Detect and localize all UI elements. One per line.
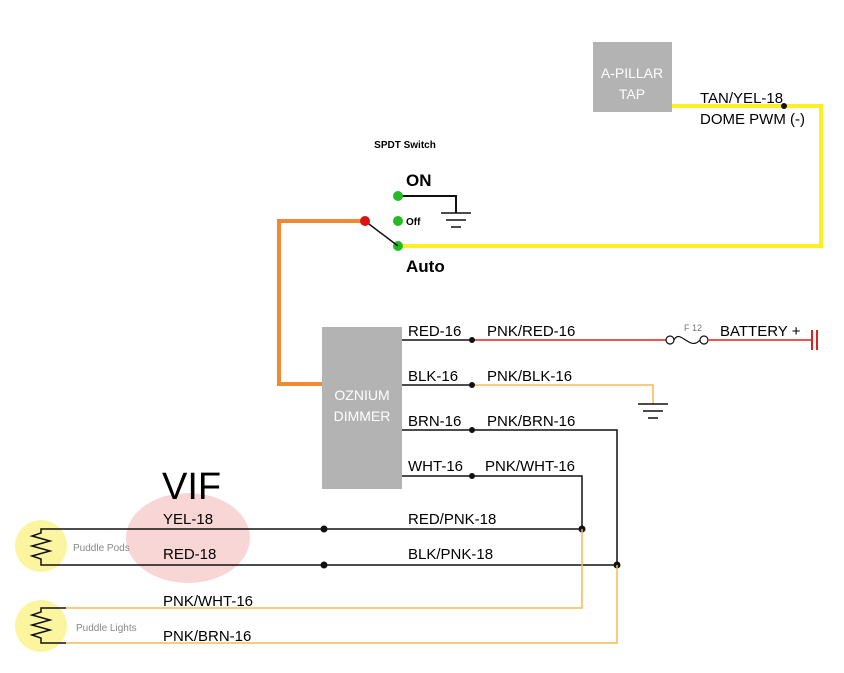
- puddle-pods-wire2-label: BLK/PNK-18: [408, 546, 493, 563]
- puddle-lights-bulb: [15, 600, 67, 652]
- oznium-dimmer-box: [322, 327, 402, 489]
- dome-pwm-wire-label: DOME PWM (-): [700, 111, 805, 128]
- junction-dot: [469, 337, 475, 343]
- ground-symbol-dimmer: [638, 403, 668, 419]
- dimmer-brn-left-label: BRN-16: [408, 413, 461, 430]
- vif-title: VIF: [162, 466, 221, 508]
- junction-dot: [469, 473, 475, 479]
- junction-dot: [469, 427, 475, 433]
- battery-label: BATTERY +: [720, 323, 801, 340]
- puddle-lights-label: Puddle Lights: [76, 623, 137, 634]
- a-pillar-label-line1: A-PILLAR: [601, 65, 663, 81]
- puddle-lights-wire1-label: PNK/WHT-16: [163, 593, 253, 610]
- a-pillar-tap-box: [593, 42, 672, 112]
- puddle-pods-wire1-label: RED/PNK-18: [408, 511, 496, 528]
- switch-on-label: ON: [406, 171, 432, 190]
- switch-lever: [364, 220, 399, 247]
- orange-control-wire: [277, 219, 365, 386]
- dimmer-label-line2: DIMMER: [334, 408, 391, 424]
- switch-title: SPDT Switch: [374, 140, 436, 151]
- dimmer-red-right-label: PNK/RED-16: [487, 323, 575, 340]
- switch-terminal-on: [393, 191, 403, 201]
- switch-terminal-off: [393, 216, 403, 226]
- junction-dot: [781, 103, 787, 109]
- puddle-lights-wire-top: [66, 529, 583, 609]
- dimmer-wht-left-label: WHT-16: [408, 458, 463, 475]
- dimmer-blk-left-label: BLK-16: [408, 368, 458, 385]
- junction-dot: [320, 561, 328, 569]
- puddle-pods-bulb: [15, 520, 67, 572]
- puddle-lights-resistor-icon: [29, 607, 66, 644]
- dimmer-wht-wire: [402, 475, 583, 529]
- dimmer-brn-wire: [402, 429, 618, 565]
- dimmer-label-line1: OZNIUM: [334, 387, 389, 403]
- vif-highlight: [126, 493, 250, 583]
- vif-wire1-label: YEL-18: [163, 511, 213, 528]
- yellow-dome-wire: [398, 104, 823, 248]
- switch-on-ground-wire: [398, 195, 457, 213]
- fuse-label: F 12: [684, 323, 702, 333]
- dimmer-brn-right-label: PNK/BRN-16: [487, 413, 575, 430]
- junction-dot: [469, 382, 475, 388]
- ground-symbol-switch: [441, 212, 471, 228]
- tan-yel-wire-label: TAN/YEL-18: [700, 90, 783, 107]
- puddle-lights-wire-bottom: [66, 565, 618, 644]
- puddle-lights-wire2-label: PNK/BRN-16: [163, 628, 251, 645]
- puddle-pods-label: Puddle Pods: [73, 543, 130, 554]
- switch-off-label: Off: [406, 217, 421, 228]
- dimmer-blk-right-label: PNK/BLK-16: [487, 368, 572, 385]
- a-pillar-label-line2: TAP: [619, 86, 645, 102]
- puddle-pods-resistor-icon: [29, 528, 66, 566]
- fuse-symbol: [665, 335, 709, 345]
- junction-dot: [320, 525, 328, 533]
- switch-auto-label: Auto: [406, 257, 445, 276]
- dimmer-wht-right-label: PNK/WHT-16: [485, 458, 575, 475]
- dimmer-blk-wire-ground: [472, 384, 654, 404]
- vif-wire2-label: RED-18: [163, 546, 216, 563]
- dimmer-red-left-label: RED-16: [408, 323, 461, 340]
- switch-terminal-common: [360, 216, 370, 226]
